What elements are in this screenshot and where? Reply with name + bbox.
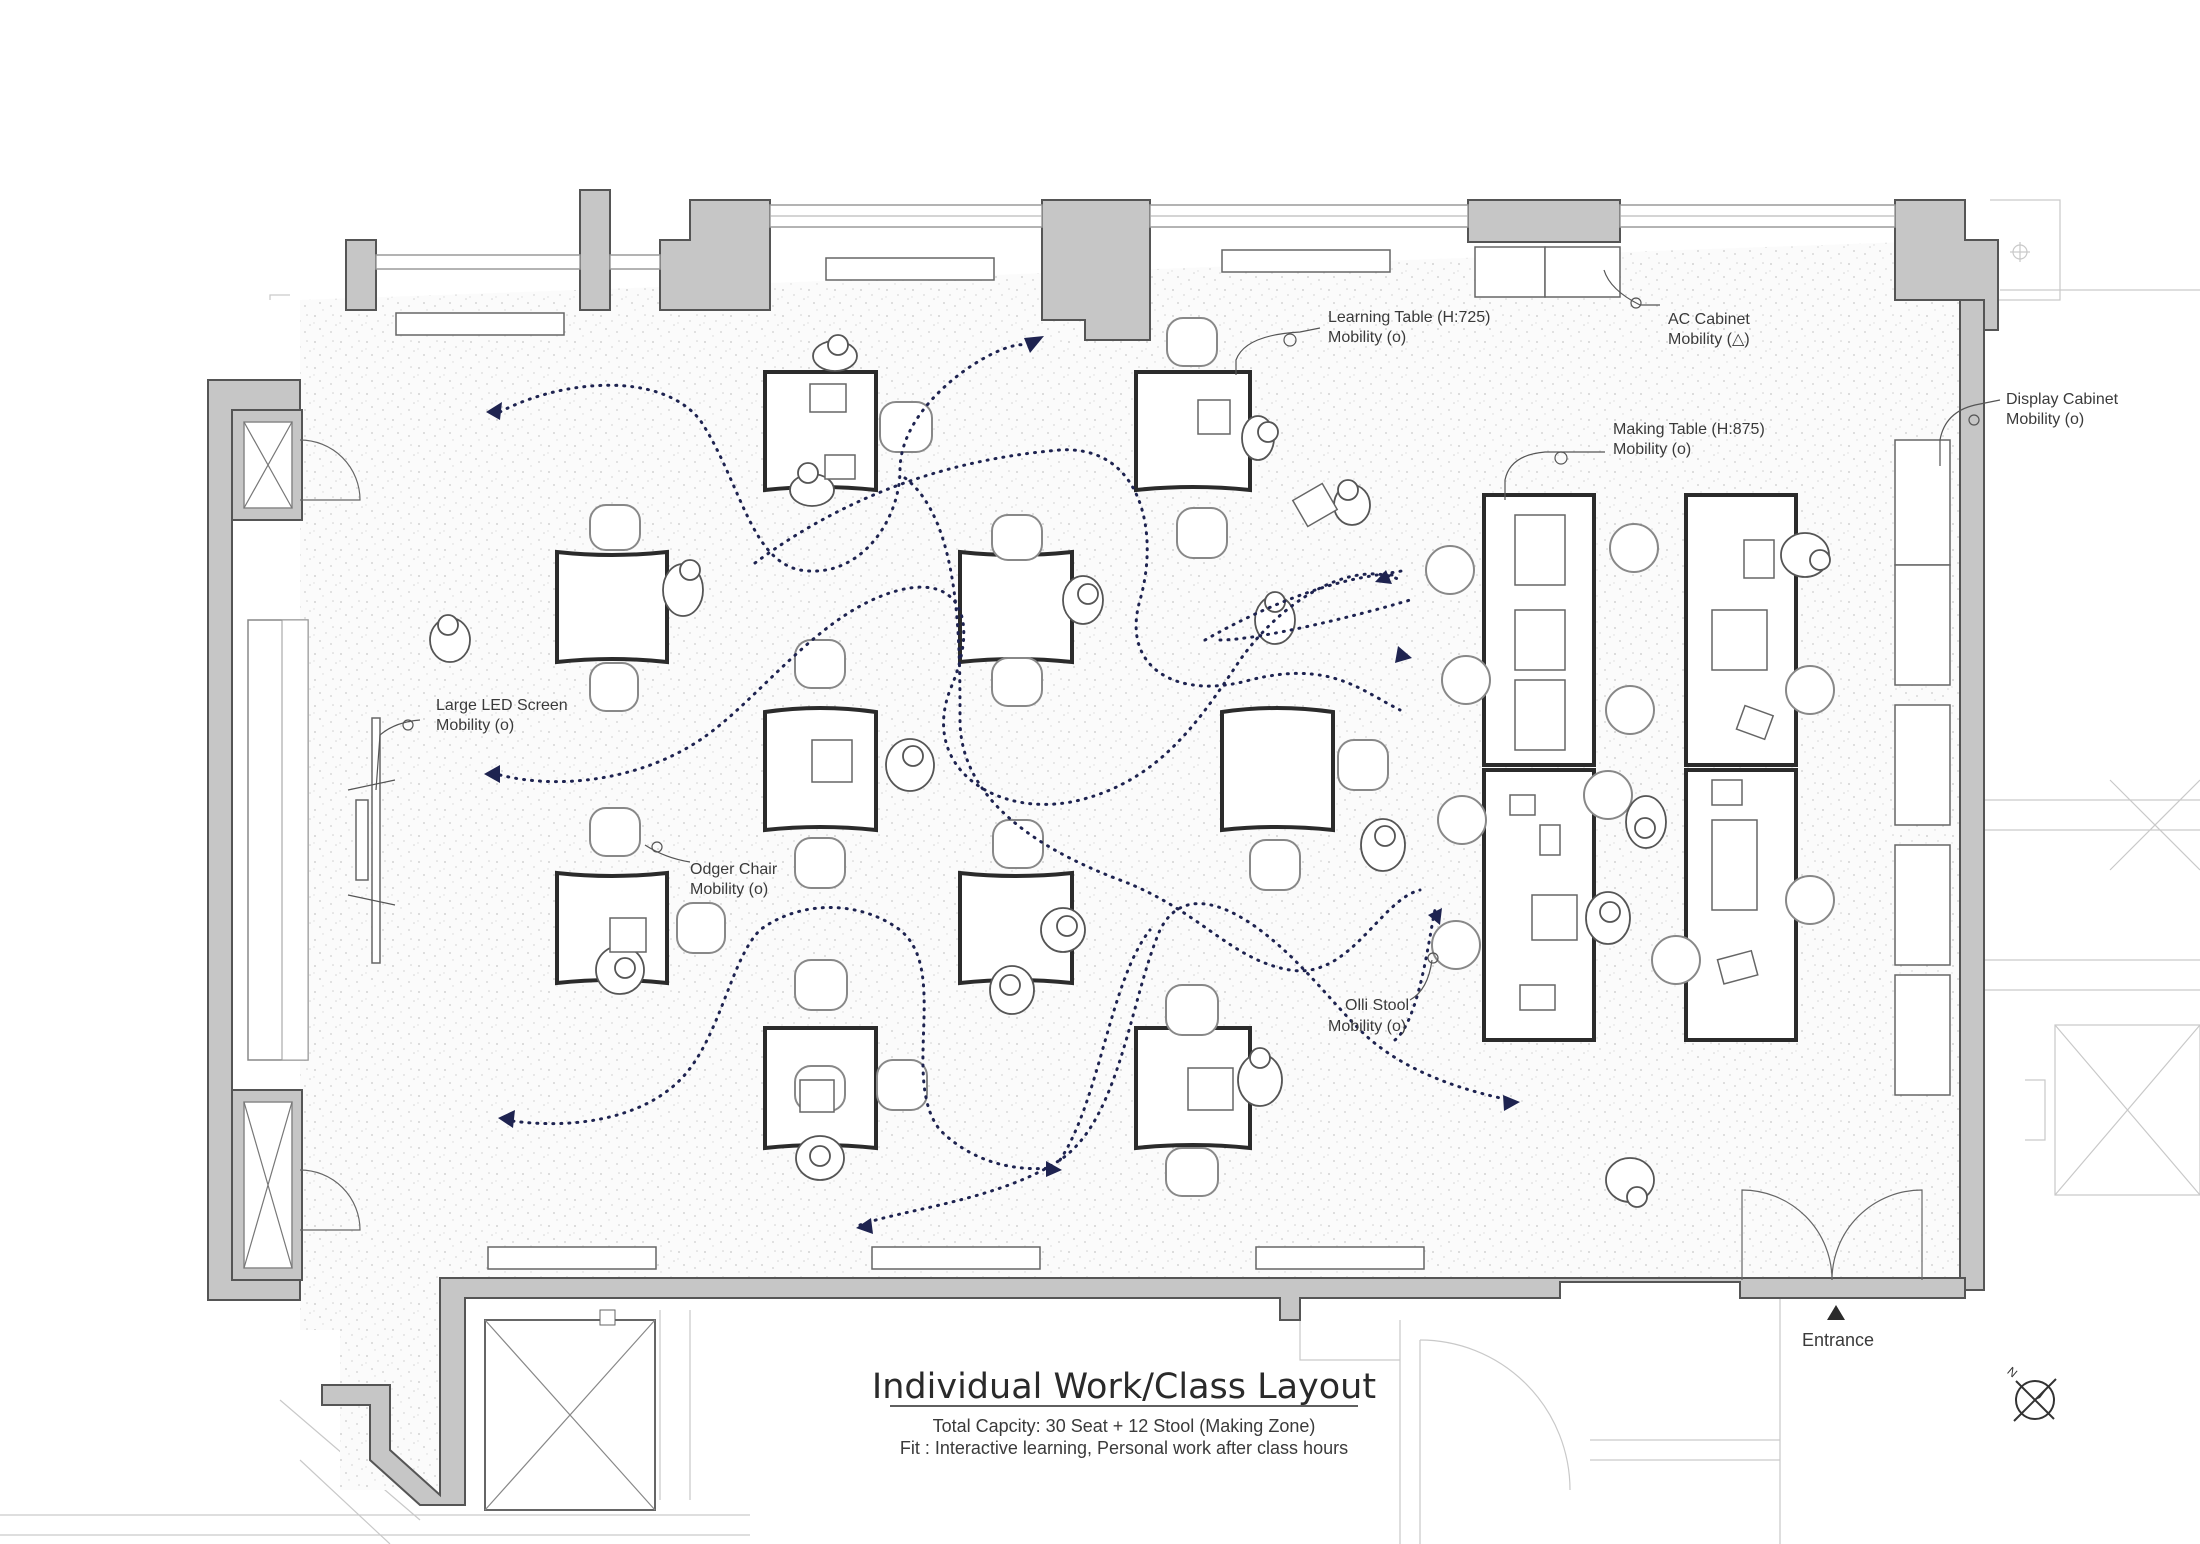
display-cabinet-label: Display Cabinet: [2006, 391, 2119, 408]
learning-table-mobility: Mobility (o): [1328, 329, 1406, 346]
annotations: Learning Table (H:725) Mobility (o) AC C…: [436, 309, 2119, 1035]
person: [1062, 575, 1104, 625]
context-linework: [0, 199, 2200, 1544]
person: [1743, 532, 1831, 579]
person: [595, 917, 647, 995]
odger-chair[interactable]: [589, 807, 641, 857]
display-cabinet-mobility: Mobility (o): [2006, 411, 2084, 428]
learning-table[interactable]: [1134, 370, 1252, 493]
annotation-leaders: [375, 269, 2001, 1001]
olli-stool[interactable]: [1437, 795, 1487, 845]
person: [1187, 1047, 1283, 1111]
person: [989, 965, 1035, 1015]
odger-chair[interactable]: [676, 902, 726, 954]
odger-chair[interactable]: [1165, 1147, 1219, 1197]
odger-chair[interactable]: [876, 1059, 928, 1111]
person: [1531, 891, 1631, 945]
odger-chair[interactable]: [992, 819, 1044, 869]
large-led-screen[interactable]: [347, 717, 396, 964]
odger-chair[interactable]: [794, 959, 848, 1011]
olli-stool[interactable]: [1609, 523, 1659, 573]
ac-cabinet-mobility: Mobility (△): [1668, 331, 1750, 348]
olli-stool-label: Olli Stool: [1345, 997, 1409, 1014]
olli-stools: [1425, 523, 1835, 985]
person: [795, 1079, 845, 1181]
odger-chair-mobility: Mobility (o): [690, 881, 768, 898]
person: [809, 334, 858, 413]
learning-table[interactable]: [958, 870, 1074, 986]
odger-chair[interactable]: [1166, 317, 1218, 367]
making-table-mobility: Mobility (o): [1613, 441, 1691, 458]
capacity-line: Total Capcity: 30 Seat + 12 Stool (Makin…: [933, 1416, 1316, 1436]
odger-chair[interactable]: [1165, 984, 1219, 1036]
making-table-label: Making Table (H:875): [1613, 421, 1765, 438]
olli-stool[interactable]: [1431, 920, 1481, 970]
olli-stool[interactable]: [1785, 875, 1835, 925]
olli-stool[interactable]: [1651, 935, 1701, 985]
odger-chair[interactable]: [991, 657, 1043, 707]
people: [429, 334, 1831, 1208]
olli-stool[interactable]: [1441, 655, 1491, 705]
odger-chair-label: Odger Chair: [690, 861, 778, 878]
olli-stool[interactable]: [1425, 545, 1475, 595]
person: [1197, 399, 1279, 461]
north-label: N: [2004, 1364, 2020, 1380]
odger-chair[interactable]: [589, 504, 641, 551]
person: [1625, 795, 1667, 849]
odger-chair[interactable]: [794, 837, 846, 889]
north-arrow-icon: N: [2004, 1364, 2057, 1422]
olli-stool[interactable]: [1785, 665, 1835, 715]
learning-table[interactable]: [1220, 706, 1335, 833]
person: [811, 738, 935, 792]
person: [789, 454, 856, 507]
led-screen-mobility: Mobility (o): [436, 717, 514, 734]
ac-cabinet: [1474, 246, 1621, 298]
walls: [207, 189, 1999, 1511]
entrance-arrow-icon: [1827, 1305, 1845, 1320]
odger-chair[interactable]: [1176, 507, 1228, 559]
person: [429, 614, 471, 663]
learning-table[interactable]: [958, 549, 1074, 665]
olli-stool-mobility: Mobility (o): [1328, 1018, 1406, 1035]
person: [1360, 818, 1406, 872]
learning-table[interactable]: [555, 549, 669, 665]
display-cabinets: [1894, 439, 1951, 1096]
entrance-label: Entrance: [1802, 1330, 1874, 1350]
fit-line: Fit : Interactive learning, Personal wor…: [900, 1438, 1348, 1458]
layout-title: Individual Work/Class Layout: [872, 1367, 1376, 1407]
odger-chair[interactable]: [991, 514, 1043, 561]
person: [1291, 479, 1371, 528]
person: [1605, 1157, 1655, 1208]
person: [1040, 907, 1086, 953]
title-block: Individual Work/Class Layout Total Capci…: [872, 1367, 1376, 1458]
odger-chair[interactable]: [1249, 839, 1301, 891]
ac-cabinet-label: AC Cabinet: [1668, 311, 1750, 328]
radiators: [395, 249, 1425, 1270]
person: [662, 559, 704, 617]
odger-chair[interactable]: [1337, 739, 1389, 791]
entrance-marker: Entrance: [1802, 1305, 1874, 1350]
odger-chair[interactable]: [794, 639, 846, 689]
odger-chair[interactable]: [589, 662, 639, 712]
led-screen-label: Large LED Screen: [436, 697, 568, 714]
making-tables: [1482, 493, 1798, 1042]
olli-stool[interactable]: [1605, 685, 1655, 735]
circulation-arrows: [484, 336, 1520, 1234]
olli-stool[interactable]: [1583, 770, 1633, 820]
odger-chair[interactable]: [879, 401, 933, 453]
learning-table-label: Learning Table (H:725): [1328, 309, 1490, 326]
